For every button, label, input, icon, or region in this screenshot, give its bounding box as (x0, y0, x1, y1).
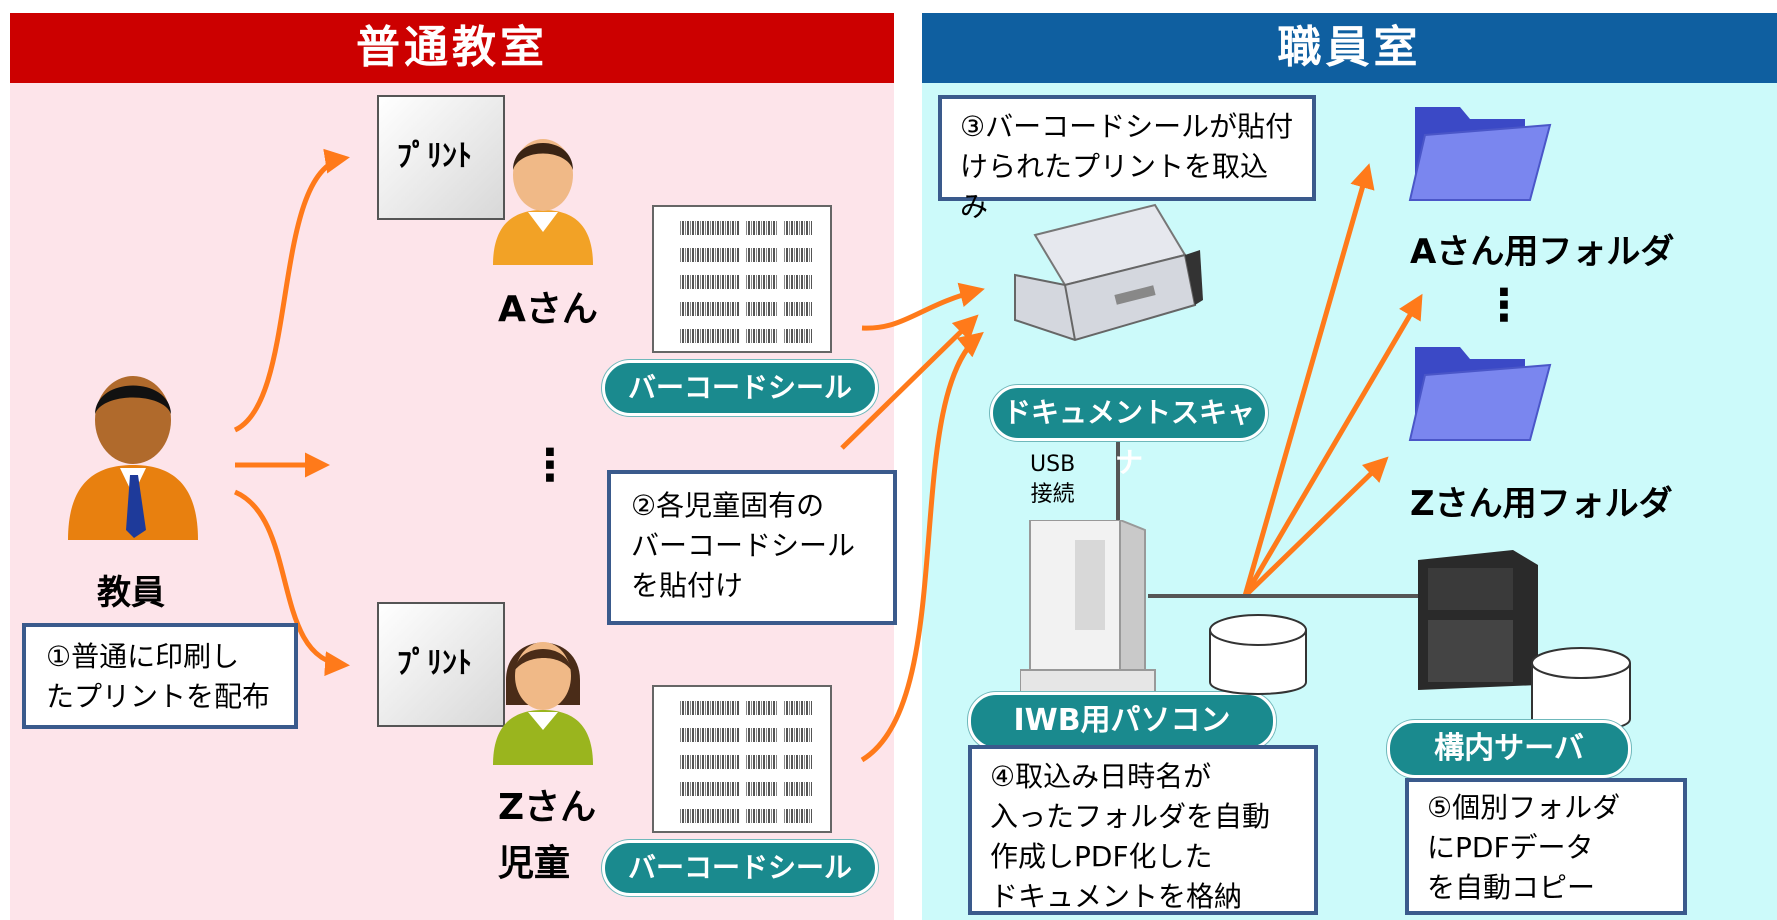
ellipsis-students: ⋮ (528, 440, 572, 491)
barcode-sheet-z (652, 685, 832, 833)
folder-z-icon (1405, 335, 1555, 445)
usb-connection-label: USB 接続 (1030, 452, 1076, 507)
arrow-hub-to-folder-a (1242, 293, 1423, 598)
arrow-note2-to-scanner (840, 314, 979, 450)
scanner-label: ドキュメントスキャナ (990, 385, 1268, 479)
note-attach-barcode: ②各児童固有の バーコードシール を貼付け (607, 470, 897, 625)
storage-disk-icon (1208, 612, 1308, 700)
student-z-avatar (488, 630, 598, 765)
teacher-label: 教員 (97, 573, 165, 613)
barcode-sheet-a (652, 205, 832, 353)
note-pdf-create: ④取込み日時名が 入ったフォルダを自動 作成しPDF化した ドキュメントを格納 (968, 745, 1318, 915)
print-a: ﾌﾟﾘﾝﾄ (377, 95, 505, 220)
barcode-label-z: バーコードシール (602, 840, 878, 896)
student-z-label: Zさん (498, 787, 597, 828)
arrow-hub-to-folder-z (1243, 456, 1389, 598)
pc-tower-icon (1019, 518, 1160, 695)
print-z: ﾌﾟﾘﾝﾄ (377, 602, 505, 727)
folder-a-label: Aさん用フォルダ (1410, 232, 1675, 272)
note-scan: ③バーコードシールが貼付 けられたプリントを取込み (938, 95, 1316, 223)
classroom-title: 普通教室 (10, 13, 894, 83)
arrow-teacher-to-z (233, 489, 350, 677)
students-label: 児童 (498, 843, 571, 884)
arrow-a-to-scanner (861, 282, 985, 331)
ellipsis-folders: ⋮ (1482, 280, 1526, 331)
document-scanner-icon (1005, 195, 1205, 345)
note-copy: ⑤個別フォルダ にPDFデータ を自動コピー (1405, 778, 1687, 915)
pc-label: IWB用パソコン (968, 692, 1276, 750)
arrow-hub-to-note3 (1242, 163, 1375, 597)
student-a-avatar (488, 130, 598, 265)
teacher-avatar (58, 370, 208, 540)
server-tower-icon (1418, 550, 1538, 690)
staffroom-title: 職員室 (922, 13, 1777, 83)
note-distribute: ①普通に印刷し たプリントを配布 (22, 623, 298, 729)
server-label: 構内サーバ (1387, 720, 1631, 778)
folder-a-icon (1405, 95, 1555, 205)
arrow-teacher-to-a (233, 148, 350, 433)
barcode-label-a: バーコードシール (602, 360, 878, 416)
server-disk-icon (1530, 645, 1632, 737)
folder-z-label: Zさん用フォルダ (1410, 484, 1673, 524)
arrow-z-to-scanner (860, 331, 984, 763)
student-a-label: Aさん (498, 289, 598, 330)
